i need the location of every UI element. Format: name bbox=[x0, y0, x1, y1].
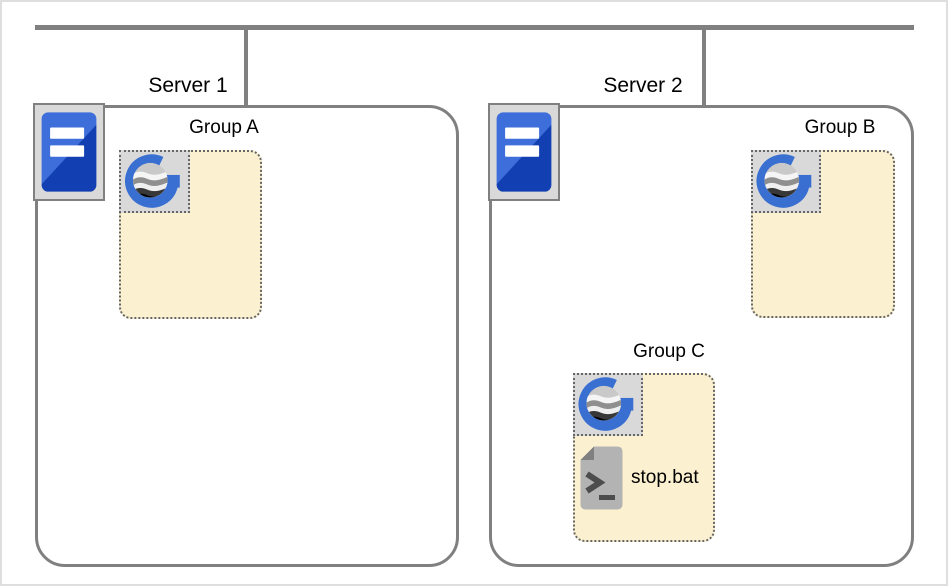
g-globe-logo-icon bbox=[121, 152, 188, 211]
batch-script-filename: stop.bat bbox=[631, 467, 699, 488]
group-c-label: Group C bbox=[633, 341, 705, 362]
network-bus-line bbox=[35, 25, 914, 30]
group-b-label: Group B bbox=[804, 117, 876, 138]
server2-connector-line bbox=[702, 28, 706, 107]
server-tower-icon bbox=[35, 105, 103, 199]
batch-script-icon bbox=[579, 445, 624, 511]
server1-connector-line bbox=[244, 28, 248, 107]
server2-label: Server 2 bbox=[603, 74, 683, 97]
server1-label: Server 1 bbox=[148, 74, 228, 97]
server-tower-icon bbox=[490, 105, 558, 199]
group-a-node-tile bbox=[119, 150, 190, 213]
group-b-node-tile bbox=[751, 150, 821, 213]
server2-machine-tile bbox=[488, 103, 560, 201]
group-a-label: Group A bbox=[189, 117, 259, 138]
g-globe-logo-icon bbox=[575, 375, 641, 434]
server1-machine-tile bbox=[33, 103, 105, 201]
group-c-node-tile bbox=[573, 373, 643, 436]
g-globe-logo-icon bbox=[753, 152, 819, 211]
terminal-script-file-icon bbox=[579, 445, 624, 511]
